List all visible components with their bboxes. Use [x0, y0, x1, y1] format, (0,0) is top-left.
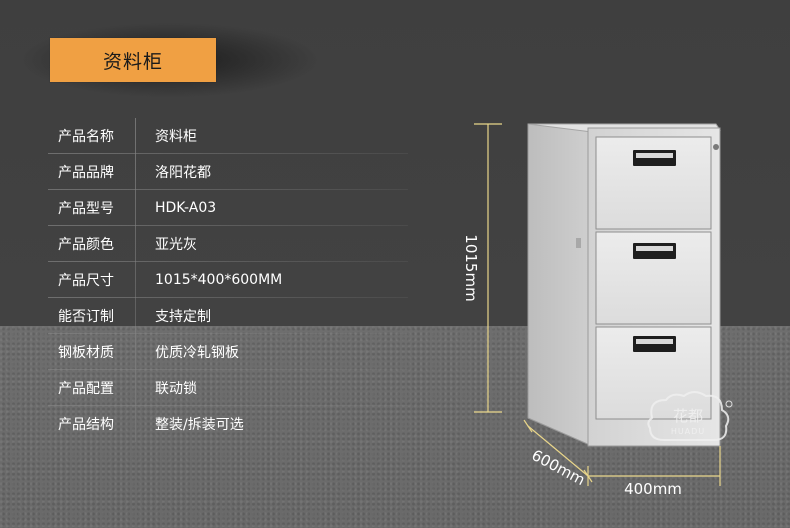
width-label: 400mm — [624, 480, 682, 498]
spec-label: 产品结构 — [58, 417, 114, 433]
spec-value: 优质冷轧钢板 — [155, 345, 239, 361]
spec-label: 能否订制 — [58, 309, 114, 325]
spec-row: 钢板材质 优质冷轧钢板 — [48, 334, 448, 370]
logo-en-text: HUADU — [671, 427, 705, 436]
page-title: 资料柜 — [102, 50, 163, 73]
table-column-divider — [135, 118, 136, 442]
spec-label: 产品尺寸 — [58, 273, 114, 289]
spec-value: 整装/拆装可选 — [155, 417, 244, 433]
title-banner: 资料柜 — [50, 38, 216, 82]
drawer-middle — [595, 231, 712, 325]
spec-label: 钢板材质 — [58, 345, 114, 361]
spec-value: 资料柜 — [155, 129, 197, 145]
spec-row: 产品结构 整装/拆装可选 — [48, 406, 448, 442]
spec-value: 联动锁 — [155, 381, 197, 397]
spec-row: 产品尺寸 1015*400*600MM — [48, 262, 448, 298]
spec-row: 产品颜色 亚光灰 — [48, 226, 448, 262]
spec-label: 产品型号 — [58, 201, 114, 217]
side-bracket — [576, 238, 581, 248]
spec-label: 产品品牌 — [58, 165, 114, 181]
spec-row: 产品配置 联动锁 — [48, 370, 448, 406]
brand-logo: 花都 HUADU — [647, 391, 733, 441]
drawer-top — [595, 136, 712, 230]
spec-table: 产品名称 资料柜 产品品牌 洛阳花都 产品型号 HDK-A03 产品颜色 亚光灰… — [48, 118, 448, 442]
width-dimension-line — [587, 446, 721, 486]
spec-value: 亚光灰 — [155, 237, 197, 253]
height-label: 1015mm — [462, 234, 480, 301]
spec-label: 产品名称 — [58, 129, 114, 145]
lock-icon — [713, 144, 719, 150]
spec-value: 支持定制 — [155, 309, 211, 325]
height-dimension-line — [474, 123, 502, 413]
spec-value: HDK-A03 — [155, 200, 217, 216]
spec-row: 能否订制 支持定制 — [48, 298, 448, 334]
spec-row: 产品品牌 洛阳花都 — [48, 154, 448, 190]
drawer-bottom — [595, 326, 712, 420]
cabinet-side — [527, 123, 593, 447]
spec-label: 产品配置 — [58, 381, 114, 397]
spec-row: 产品型号 HDK-A03 — [48, 190, 448, 226]
spec-value: 1015*400*600MM — [155, 272, 283, 288]
spec-row: 产品名称 资料柜 — [48, 118, 448, 154]
spec-value: 洛阳花都 — [155, 165, 211, 181]
logo-cn-text: 花都 — [673, 407, 703, 425]
depth-label: 600mm — [529, 446, 589, 489]
spec-label: 产品颜色 — [58, 237, 114, 253]
